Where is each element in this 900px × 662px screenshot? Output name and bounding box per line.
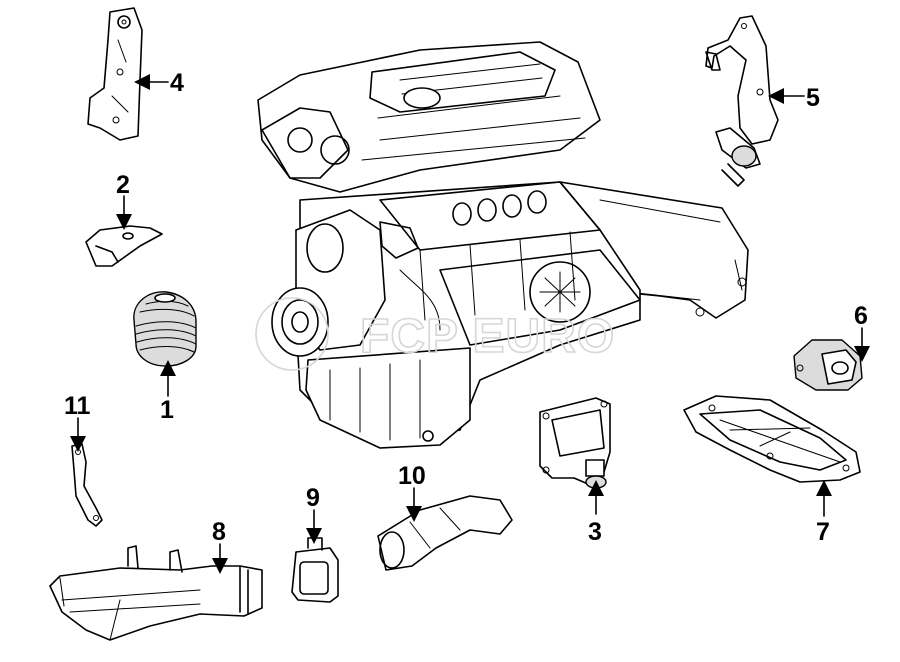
callout-1-label: 1	[160, 396, 174, 424]
engine-block	[257, 41, 749, 449]
part-10-air-duct	[377, 495, 513, 571]
part-1-engine-mount	[133, 291, 197, 367]
watermark: FCP EURO	[255, 297, 615, 371]
callout-7-label: 7	[816, 518, 830, 546]
callout-9-label: 9	[306, 484, 320, 512]
watermark-text: FCP EURO	[360, 310, 615, 363]
callout-8-label: 8	[212, 518, 226, 546]
part-9-small-duct	[291, 537, 339, 603]
callout-arrows	[70, 74, 870, 574]
callout-3-label: 3	[588, 518, 602, 546]
callout-10-label: 10	[398, 462, 426, 490]
callout-4-label: 4	[170, 69, 184, 97]
part-4-bracket	[87, 7, 143, 141]
callout-11-label: 11	[64, 392, 91, 420]
part-5-bracket	[705, 15, 779, 187]
part-8-duct	[49, 545, 263, 641]
part-3-mount-bracket	[539, 397, 611, 489]
part-6-mount	[793, 339, 863, 391]
callout-5-label: 5	[806, 84, 820, 112]
part-7-skid-plate	[683, 395, 861, 483]
callout-6-label: 6	[854, 302, 868, 330]
callout-labels: 4 2 1 11 8 9 10 3 5 6 7	[64, 69, 868, 546]
part-2-bracket	[85, 225, 163, 267]
callout-2-label: 2	[116, 171, 130, 199]
part-11-strap	[71, 443, 103, 527]
